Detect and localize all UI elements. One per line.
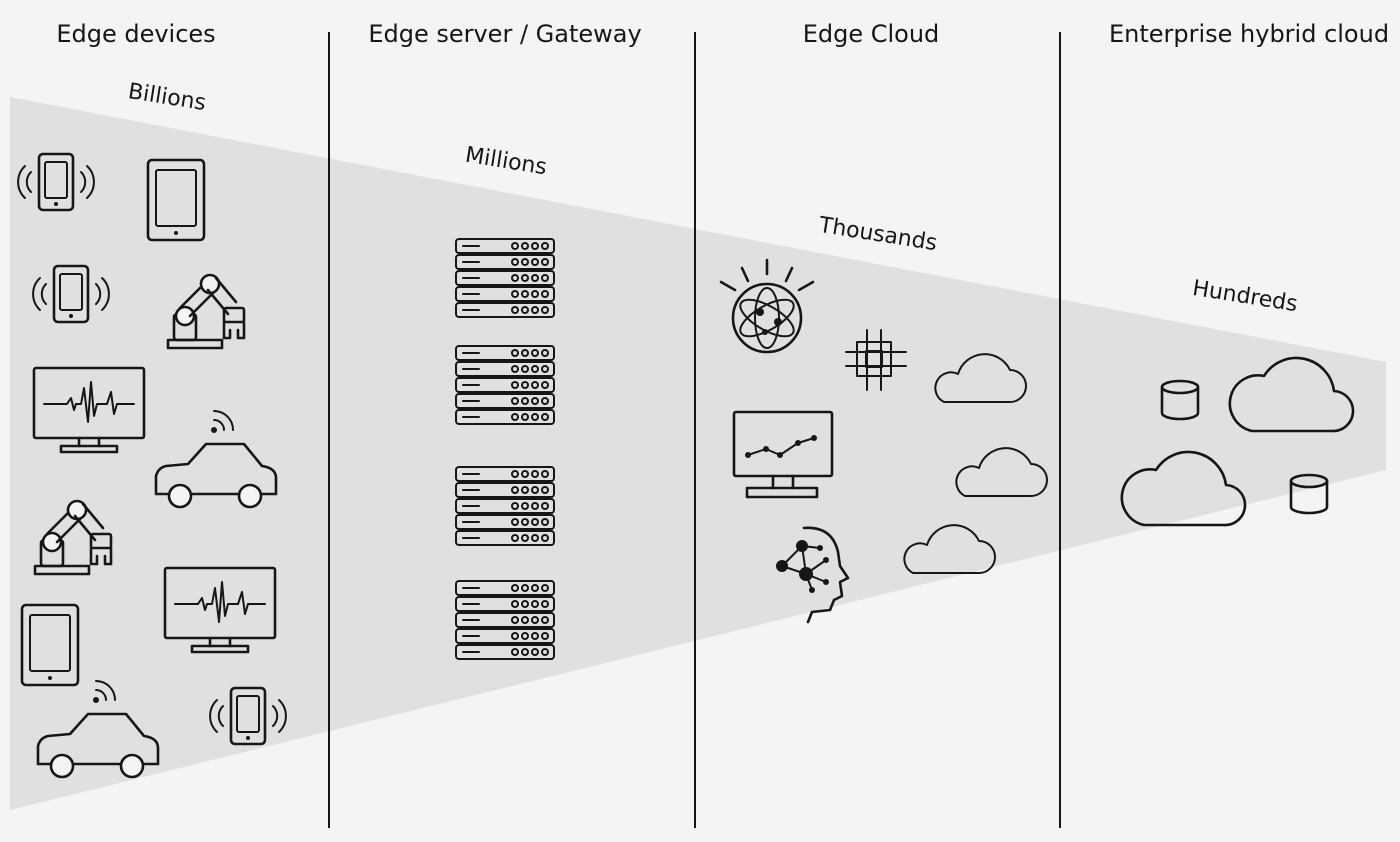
scale-label-millions: Millions	[463, 143, 548, 181]
watson-globe-icon	[719, 258, 815, 354]
column-title-enterprise: Enterprise hybrid cloud	[1109, 20, 1389, 48]
analytics-monitor-icon	[732, 410, 834, 499]
scale-label-hundreds: Hundreds	[1191, 276, 1300, 317]
column-title-edge-devices: Edge devices	[56, 20, 215, 48]
chip-icon	[845, 329, 907, 391]
column-title-edge-cloud: Edge Cloud	[803, 20, 940, 48]
enterprise-icons	[1120, 356, 1355, 527]
funnel-shape	[10, 97, 1386, 810]
scale-label-thousands: Thousands	[816, 213, 939, 256]
edge-cloud-icons	[719, 258, 1048, 624]
ai-head-icon	[776, 526, 850, 624]
column-title-edge-server: Edge server / Gateway	[368, 20, 641, 48]
cloud-icon	[1120, 450, 1247, 527]
scale-label-billions: Billions	[126, 79, 207, 116]
cloud-icon	[1228, 356, 1355, 433]
